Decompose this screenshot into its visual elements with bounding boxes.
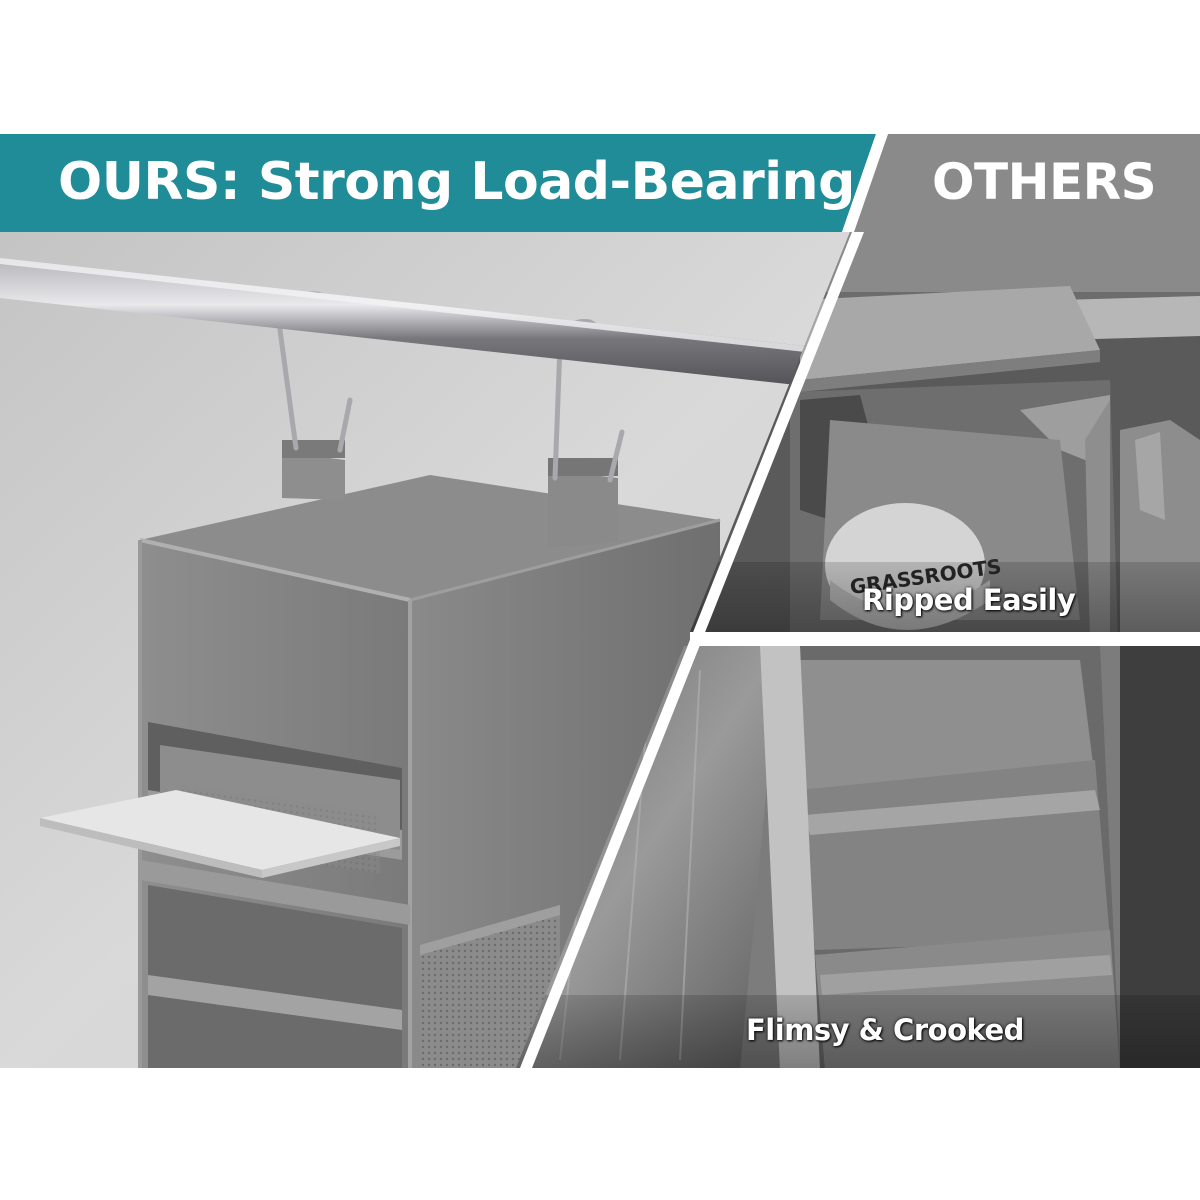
- hanging-organizer: [40, 440, 721, 1068]
- flimsy-crooked-caption: Flimsy & Crooked: [746, 1013, 1024, 1047]
- ripped-easily-caption: Ripped Easily: [862, 583, 1076, 617]
- closet-rod: [0, 258, 852, 392]
- ours-photo: [0, 232, 852, 1068]
- ours-banner: [0, 134, 876, 232]
- others-banner: [852, 134, 1200, 232]
- others-banner-title: OTHERS: [932, 153, 1157, 211]
- ours-banner-title: OURS: Strong Load-Bearing: [58, 152, 855, 212]
- panel-dividers: [520, 232, 1200, 1068]
